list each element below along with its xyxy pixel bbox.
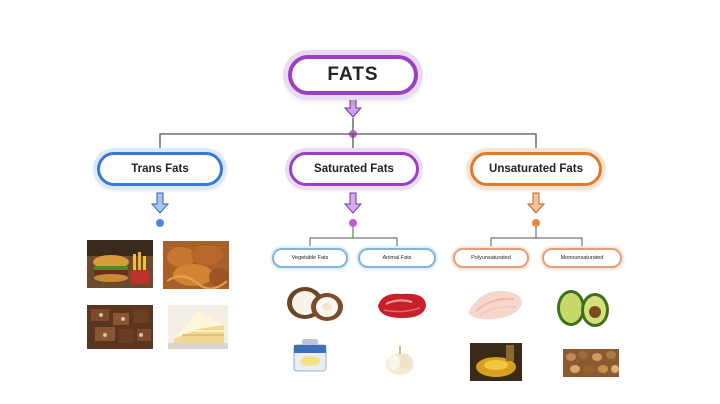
fried-chicken-image [163, 241, 229, 289]
category-label: Saturated Fats [314, 163, 394, 175]
category-label: Trans Fats [131, 163, 189, 175]
saturated-down-arrow-icon [343, 192, 363, 214]
subcategory-label: Monounsaturated [560, 255, 604, 261]
fish-fillet-image [464, 283, 526, 325]
saturated-branch [309, 237, 398, 246]
root-node-fats: FATS [288, 55, 418, 95]
subcategory-label: Animal Fats [382, 255, 412, 261]
subcategory-label: Polyunsaturated [471, 255, 511, 261]
category-trans-fats: Trans Fats [97, 152, 223, 186]
subcategory-label: Vegetable Fats [291, 255, 329, 261]
root-label: FATS [327, 64, 379, 85]
subcategory-polyunsaturated: Polyunsaturated [453, 248, 529, 268]
root-down-arrow-icon [343, 97, 363, 118]
coconut-image [283, 283, 345, 323]
trans-dot [156, 219, 164, 227]
subcategory-animal-fats: Animal Fats [358, 248, 436, 268]
unsaturated-branch [490, 237, 583, 246]
oil-bottle-image [470, 343, 522, 381]
burger-fries-image [87, 240, 153, 288]
category-label: Unsaturated Fats [489, 163, 583, 175]
trans-down-arrow-icon [150, 192, 170, 214]
chocolate-cookies-image [87, 305, 153, 349]
subcategory-vegetable-fats: Vegetable Fats [272, 248, 348, 268]
garlic-lard-image [380, 340, 420, 378]
category-saturated-fats: Saturated Fats [289, 152, 419, 186]
unsaturated-down-arrow-icon [526, 192, 546, 214]
category-unsaturated-fats: Unsaturated Fats [470, 152, 602, 186]
level1-branch [159, 133, 537, 150]
avocado-image [553, 286, 613, 328]
butter-image [290, 335, 330, 375]
unsaturated-dot [532, 219, 540, 227]
nuts-image [563, 349, 619, 377]
saturated-dot [349, 219, 357, 227]
subcategory-monounsaturated: Monounsaturated [542, 248, 622, 268]
cake-slice-image [168, 305, 228, 349]
red-meat-image [372, 288, 432, 322]
